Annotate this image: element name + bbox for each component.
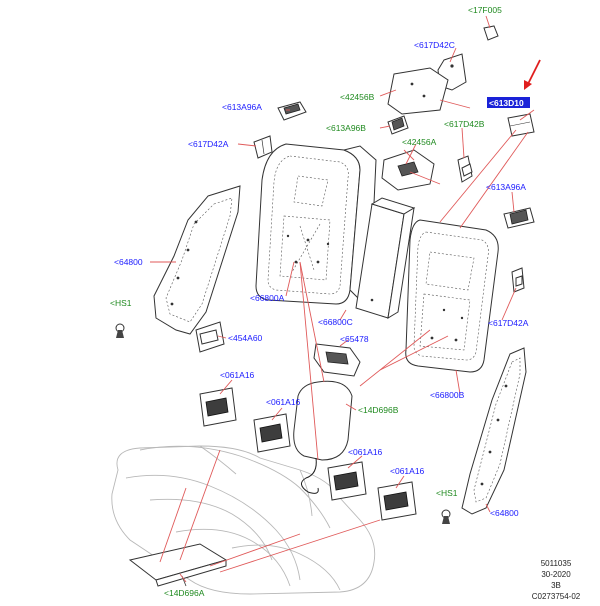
red-callout-arrow [524,59,541,90]
cap-17F005[interactable] [483,25,499,41]
clip-617D42B[interactable] [457,155,473,183]
label-17F005[interactable]: <17F005 [468,5,502,15]
right-side-bolster[interactable] [461,347,527,515]
label-66800B[interactable]: <66800B [430,390,465,400]
label-613A96A-right[interactable]: <613A96A [486,182,526,192]
label-64800-left[interactable]: <64800 [114,257,143,267]
label-64800-right[interactable]: <64800 [490,508,519,518]
label-65478[interactable]: <65478 [340,334,369,344]
label-613D10-highlighted[interactable]: <613D10 [489,98,524,108]
pad-42456B[interactable] [387,67,449,115]
label-613A96A-top[interactable]: <613A96A [222,102,262,112]
label-617D42A-top[interactable]: <617D42A [188,139,229,149]
label-66800A[interactable]: <66800A [250,293,285,303]
label-454A60[interactable]: <454A60 [228,333,263,343]
label-061A16-c[interactable]: <061A16 [348,447,383,457]
left-seatback-frame[interactable] [255,143,377,305]
screw-HS1-left[interactable] [115,323,125,338]
hinge-061A16-b[interactable] [253,413,291,453]
pad-42456A[interactable] [381,149,435,191]
label-061A16-d[interactable]: <061A16 [390,466,425,476]
heater-mat-14D696B[interactable] [293,380,353,494]
hinge-061A16-d[interactable] [377,481,417,521]
clip-617D42A-top[interactable] [253,135,273,159]
label-617D42A-right[interactable]: <617D42A [488,318,529,328]
screw-HS1-right[interactable] [441,509,451,524]
reference-block: 5011035 30-2020 3B C0273754-02 [532,559,581,601]
hinge-061A16-c[interactable] [327,461,367,501]
label-42456B[interactable]: <42456B [340,92,375,102]
clip-617D42A-right[interactable] [511,267,525,293]
bracket-454A60[interactable] [195,321,225,353]
seat-cushion-outline [111,445,376,595]
latch-65478[interactable] [313,343,361,377]
headrest-guide-613A96B[interactable] [387,115,409,135]
label-14D696B[interactable]: <14D696B [358,405,399,415]
label-HS1-right[interactable]: <HS1 [436,488,458,498]
reference-line-2: 30-2020 [541,570,571,579]
right-seatback-frame[interactable] [405,219,499,373]
label-42456A[interactable]: <42456A [402,137,437,147]
label-617D42C[interactable]: <617D42C [414,40,455,50]
part-labels: <17F005 <617D42C <42456B <613D10 <613A96… [110,5,530,598]
label-061A16-a[interactable]: <061A16 [220,370,255,380]
label-14D696A[interactable]: <14D696A [164,588,205,598]
headrest-guide-613A96A-top[interactable] [277,101,307,121]
centre-armrest-panel[interactable] [355,197,416,319]
reference-line-4: C0273754-02 [532,592,581,601]
reference-line-1: 5011035 [541,559,572,568]
label-617D42B[interactable]: <617D42B [444,119,485,129]
cover-613D10[interactable] [507,113,535,137]
label-613A96B[interactable]: <613A96B [326,123,366,133]
leader-lines [150,15,535,583]
headrest-guide-613A96A-right[interactable] [503,207,535,229]
reference-line-3: 3B [551,581,561,590]
hinge-061A16-a[interactable] [199,387,237,427]
label-66800C[interactable]: <66800C [318,317,353,327]
left-side-bolster[interactable] [153,185,241,335]
label-HS1-left[interactable]: <HS1 [110,298,132,308]
highlight-box-613D10 [487,97,530,108]
label-061A16-b[interactable]: <061A16 [266,397,301,407]
